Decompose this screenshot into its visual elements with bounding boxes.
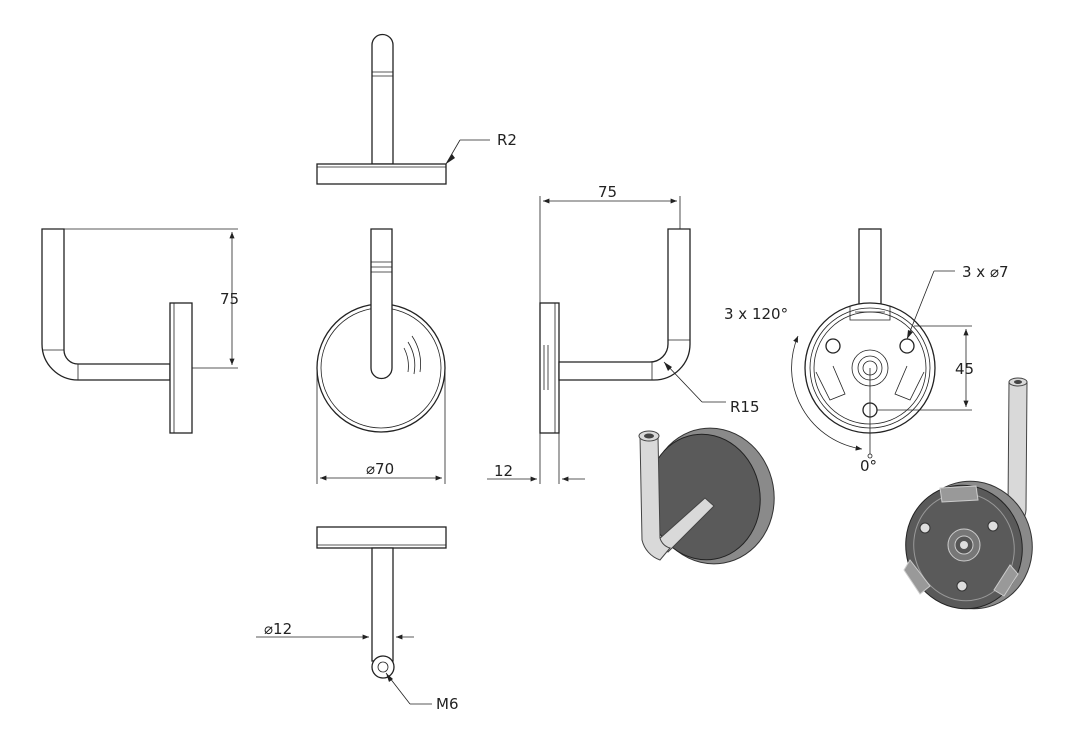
front-diameter-label: ⌀70 — [366, 460, 394, 478]
hole-spacing-label: 45 — [955, 360, 974, 378]
right-width-label: 75 — [598, 183, 617, 201]
bottom-view: ⌀12 M6 — [256, 526, 459, 713]
bend-radius-label: R15 — [730, 398, 760, 416]
zero-angle-label: 0° — [860, 457, 877, 475]
hole-angle-label: 3 x 120° — [724, 305, 788, 323]
thread-label: M6 — [436, 695, 459, 713]
left-side-view: 75 — [41, 228, 239, 434]
holes-label: 3 x ⌀7 — [962, 263, 1009, 281]
plate-thickness-label: 12 — [494, 462, 513, 480]
right-side-view: 75 R15 12 — [487, 183, 760, 484]
front-view: ⌀70 — [316, 228, 446, 484]
isometric-view-front — [638, 427, 775, 565]
top-radius-label: R2 — [497, 131, 517, 149]
isometric-view-back — [903, 377, 1033, 610]
rod-diameter-label: ⌀12 — [264, 620, 292, 638]
top-view: R2 — [316, 33, 517, 185]
back-view: 3 x ⌀7 45 3 x 120° 0° — [724, 228, 1009, 475]
side-height-label: 75 — [220, 290, 239, 308]
